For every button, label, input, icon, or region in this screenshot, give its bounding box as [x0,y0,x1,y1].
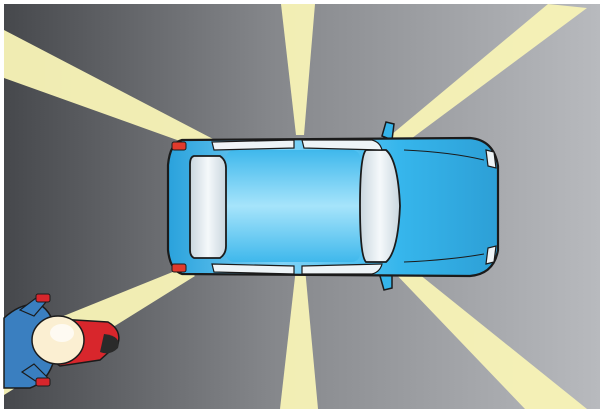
motorcyclist [3,293,120,389]
hood-crease-bottom [403,253,485,263]
handlebar-bottom [35,377,51,387]
hood-crease-top [403,149,485,161]
windscreen [359,149,401,263]
beam-front-top [385,4,587,150]
headlight-top [485,149,497,169]
handlebar-top [35,293,51,303]
rear-window [189,155,227,259]
tail-light-bottom [171,263,187,273]
side-window-front-bottom [301,263,383,275]
car-roof [226,150,360,262]
headlight-bottom [485,245,497,265]
front-wheel [100,334,119,354]
side-window-rear-top [211,139,295,151]
beam-front-bottom [392,262,587,409]
side-window-rear-bottom [211,263,295,275]
beam-rear-left [4,30,215,150]
beam-top-center [281,4,315,135]
helmet-shine [50,324,74,342]
beam-bottom-center [280,268,318,409]
tail-light-top [171,141,187,151]
car [166,121,500,291]
side-window-front-top [301,139,383,151]
